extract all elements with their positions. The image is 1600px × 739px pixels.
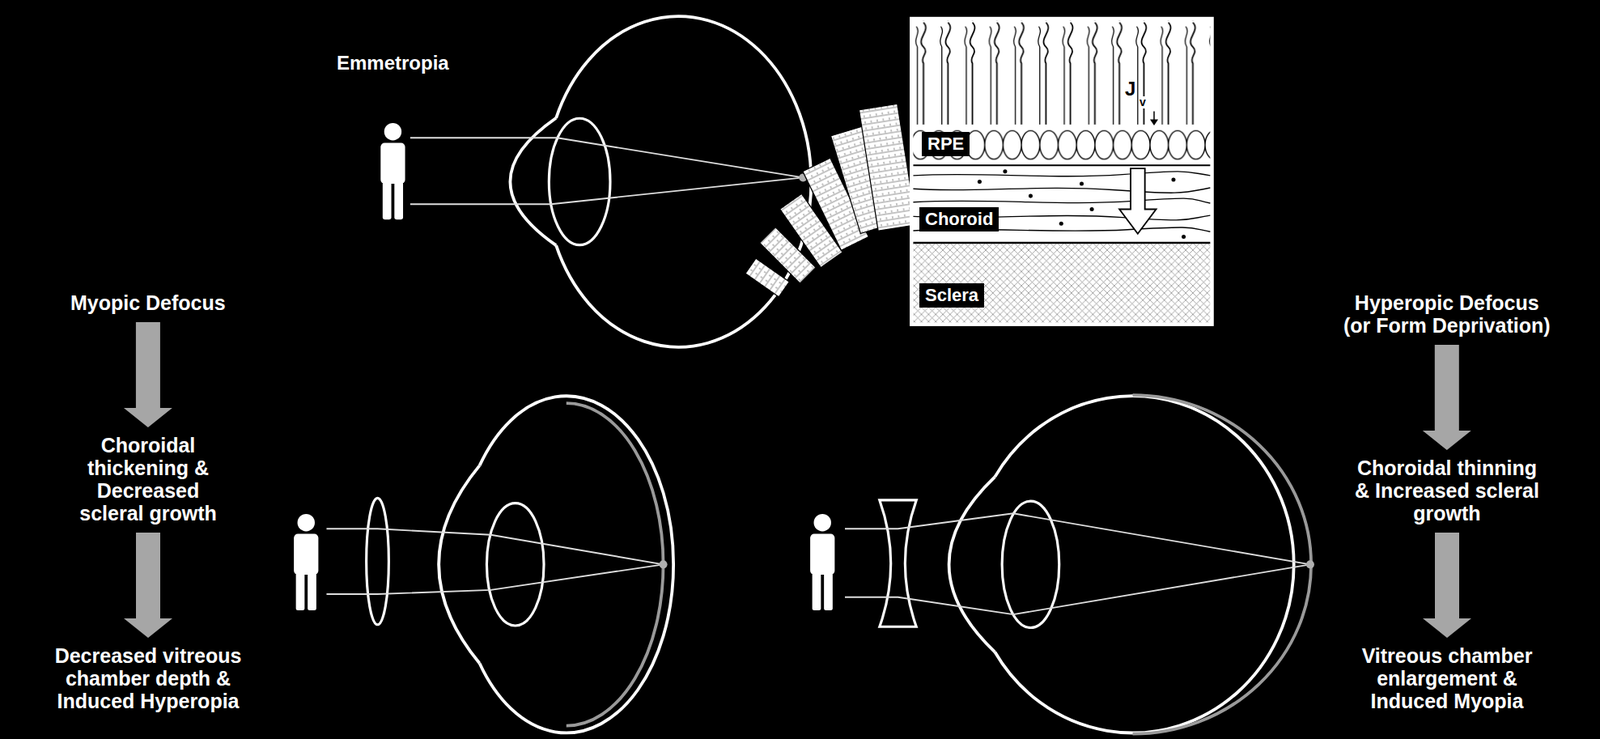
layer-name: Sclera (925, 284, 979, 306)
focal-point (1306, 560, 1315, 569)
flow-step: Myopic Defocus (65, 289, 231, 316)
step-text: Decreased vitreous chamber depth & Induc… (42, 644, 254, 713)
layer-label: Sclera (919, 283, 985, 308)
flow-arrow (123, 532, 173, 638)
flow-step: Vitreous chamber enlargement & Induced M… (1345, 642, 1550, 714)
layer-name: Choroid (925, 208, 994, 230)
layer-label: RPE (921, 131, 970, 157)
step-text: Myopic Defocus (70, 291, 226, 315)
figure-label: Emmetropia (336, 51, 450, 75)
person-icon (810, 513, 835, 611)
person-icon (380, 123, 405, 220)
concave-lens (879, 500, 917, 627)
retina-inset (911, 18, 1213, 325)
focal-point (659, 560, 668, 569)
step-text: Hyperopic Defocus (1343, 291, 1551, 315)
step-text: Vitreous chamber enlargement & Induced M… (1349, 644, 1545, 713)
flux-arrowhead (1150, 119, 1159, 127)
light-ray (410, 177, 803, 204)
photoreceptors (912, 20, 1210, 127)
step-text: (or Form Deprivation) (1343, 314, 1551, 337)
layer-name: RPE (927, 133, 964, 155)
person-icon (293, 513, 319, 611)
flux-arrow (1153, 110, 1155, 120)
sclera-layer (912, 243, 1210, 323)
cornea (438, 465, 480, 663)
flow-arrow-symbol (1119, 168, 1156, 234)
retina-shift (566, 403, 664, 726)
eyeball-outline (479, 395, 675, 733)
step-text: Choroidal thinning & Increased scleral g… (1349, 456, 1545, 525)
emmetropic-eye (410, 16, 811, 348)
rpe-layer (912, 124, 1210, 166)
eyeball-outline (994, 395, 1294, 733)
flow-arrow (123, 322, 173, 428)
convex-lens (366, 497, 390, 624)
flow-step: Choroidal thickening & Decreased scleral… (66, 432, 230, 527)
light-ray (410, 137, 803, 178)
magnification-fan (745, 103, 917, 297)
flow-arrow (1422, 344, 1472, 450)
layer-boundary (912, 241, 1210, 245)
subscript: v (1138, 96, 1147, 109)
light-ray (844, 564, 1311, 615)
flux-symbol: J (1123, 78, 1138, 100)
crystalline-lens (486, 503, 544, 626)
inset-frame (911, 18, 1213, 325)
light-ray (326, 528, 663, 565)
cornea (949, 476, 996, 652)
layer-boundary (912, 164, 1210, 166)
layer-label: Choroid (919, 207, 999, 232)
light-ray (844, 513, 1311, 565)
hyperopic-eye (326, 395, 674, 733)
flow-arrow (1422, 532, 1472, 638)
eyeball-outline (555, 16, 811, 348)
flow-step: Hyperopic Defocus(or Form Deprivation) (1338, 289, 1556, 339)
choroid-vessels (912, 171, 1210, 232)
myopic-eye (844, 394, 1312, 735)
choroid-cells (977, 169, 1186, 239)
flow-step: Choroidal thinning & Increased scleral g… (1345, 454, 1550, 527)
flow-step: Decreased vitreous chamber depth & Induc… (38, 642, 259, 714)
step-text: Choroidal thickening & Decreased scleral… (71, 433, 225, 525)
light-ray (326, 564, 663, 595)
retina-shift (1133, 394, 1312, 735)
